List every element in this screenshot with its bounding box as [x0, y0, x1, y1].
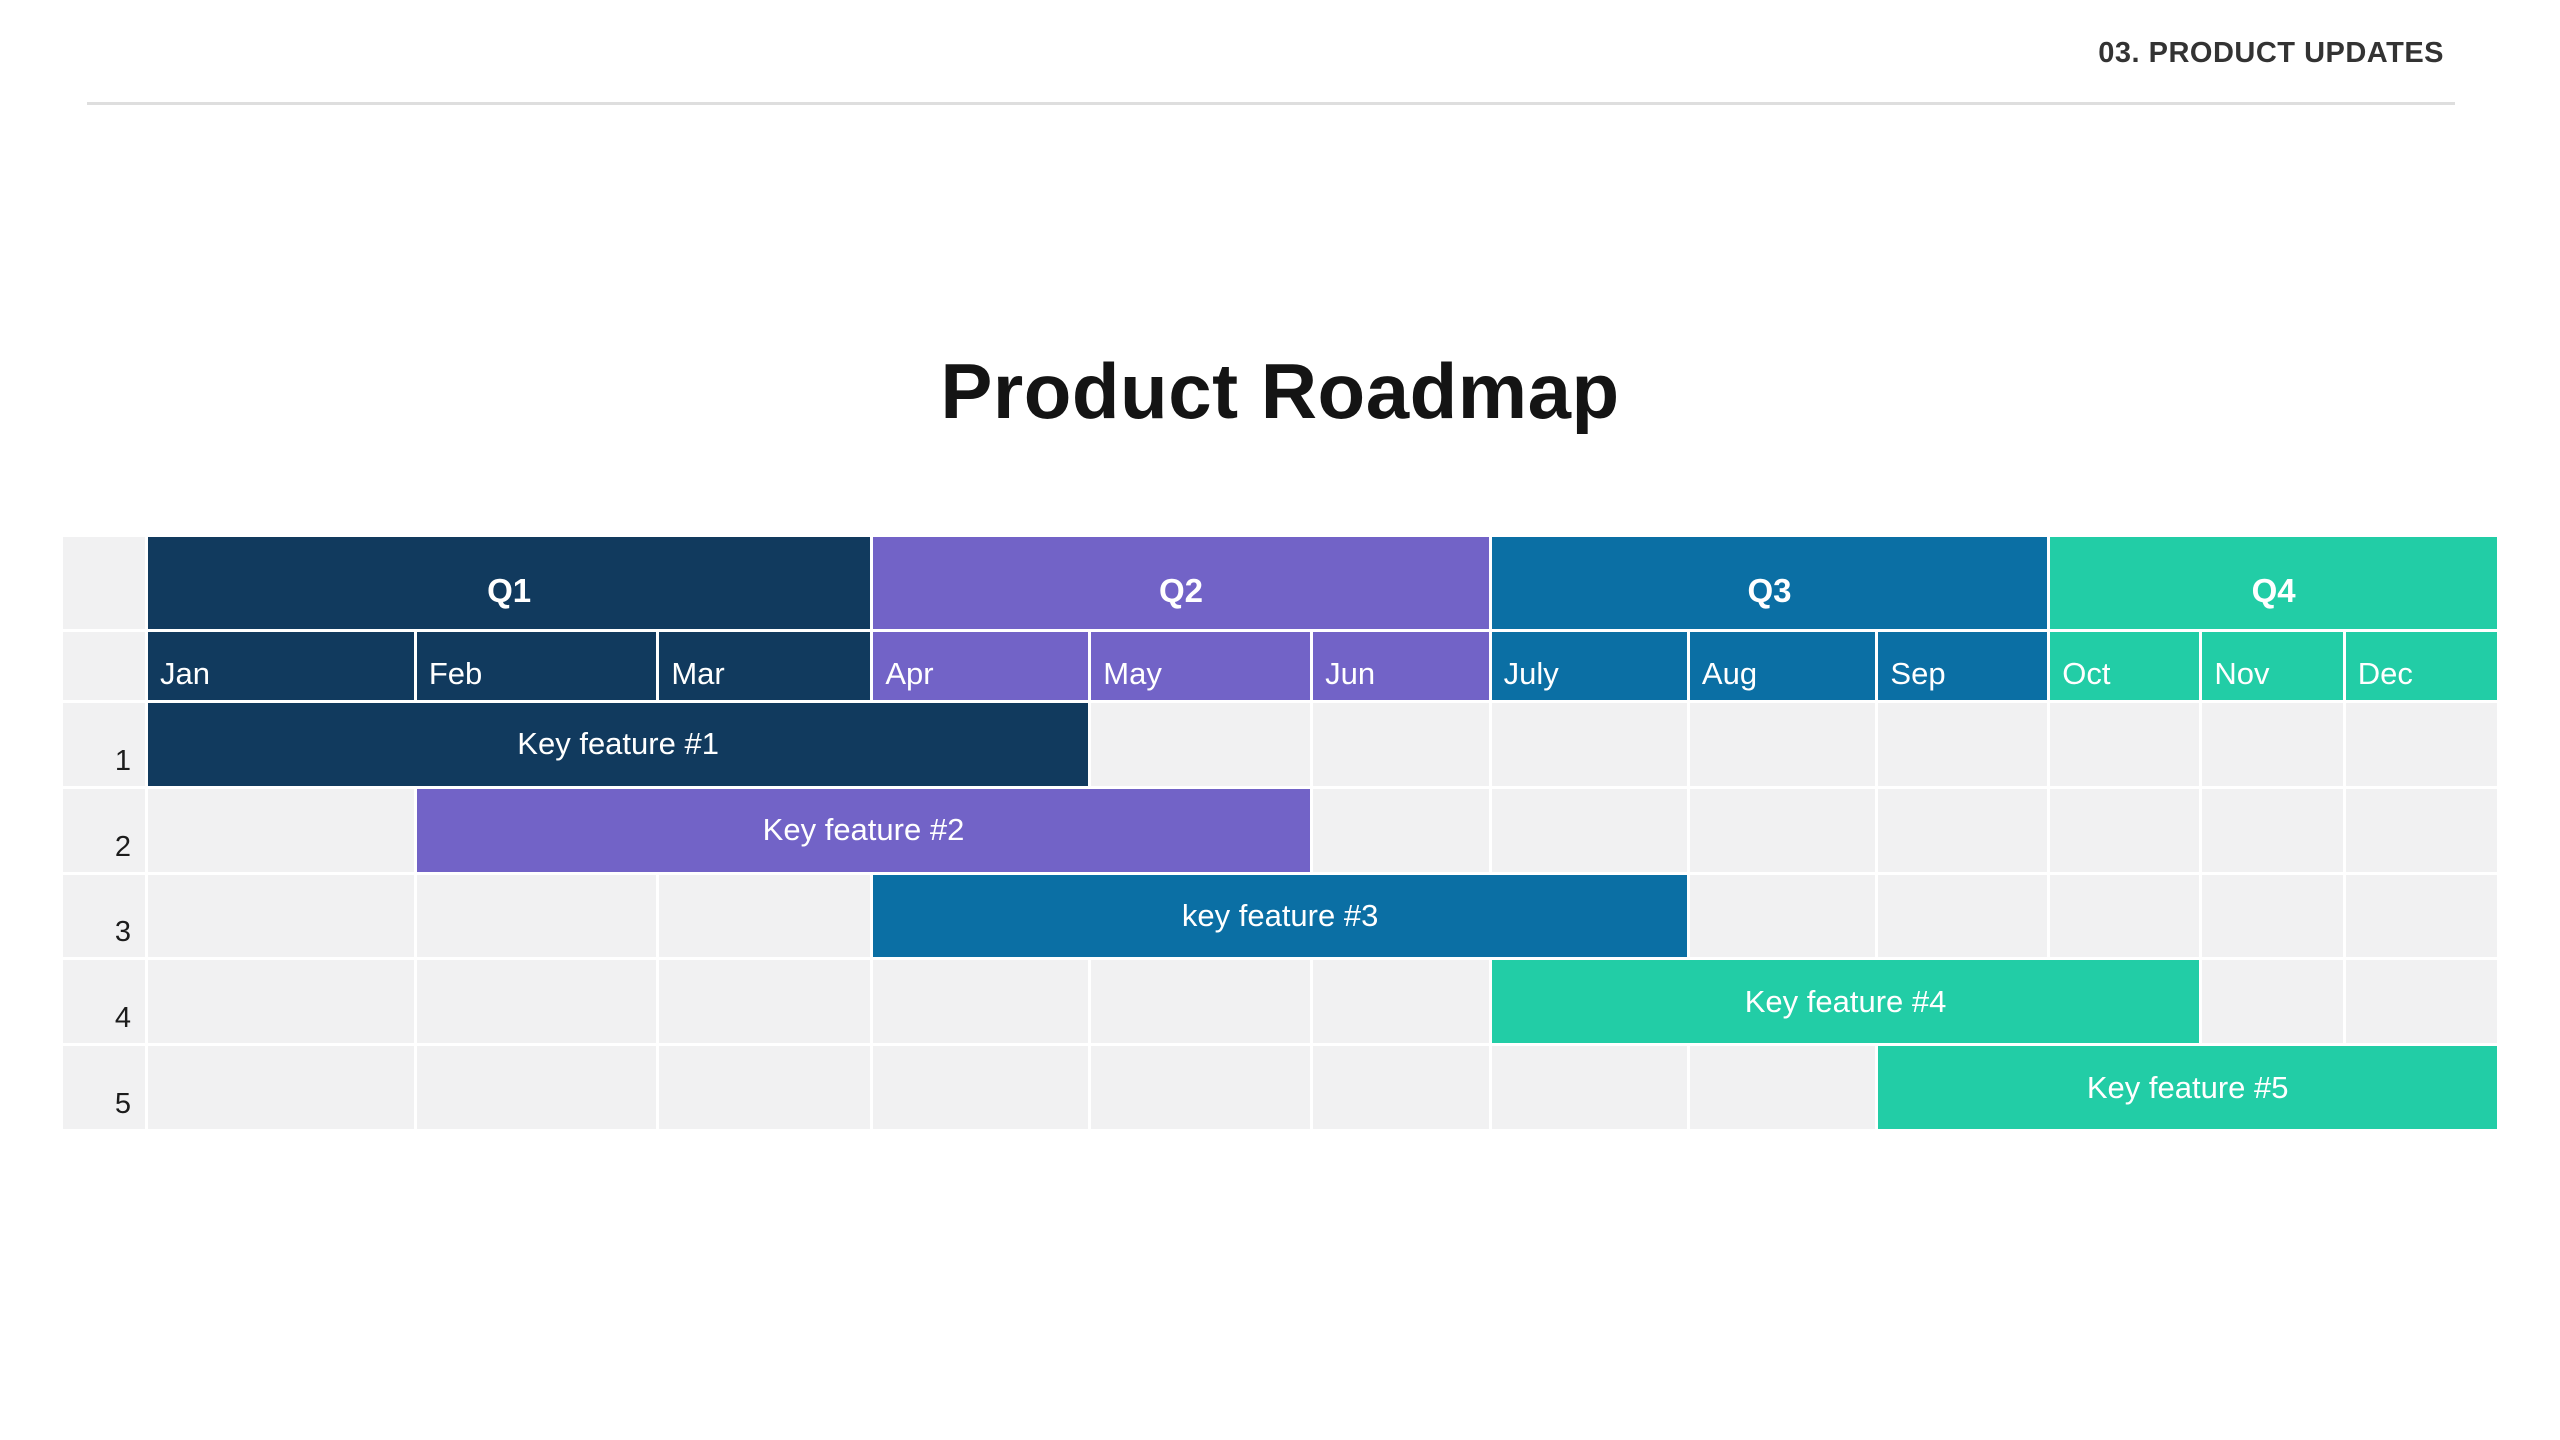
- grid-cell: [148, 1046, 414, 1129]
- grid-cell: [1313, 788, 1489, 872]
- corner-cell: [63, 537, 145, 629]
- section-label: 03. PRODUCT UPDATES: [2098, 37, 2444, 69]
- grid-cell: [2202, 703, 2343, 786]
- feature-bar-3: key feature #3: [873, 874, 1687, 958]
- quarter-header-q4: Q4: [2050, 537, 2497, 629]
- month-header-dec: Dec: [2345, 632, 2497, 700]
- feature-bar-5: Key feature #5: [1878, 1046, 2497, 1129]
- row-number-cell: 2: [63, 788, 145, 872]
- grid-cell: [2345, 703, 2497, 786]
- grid-cell: [1091, 960, 1311, 1044]
- grid-cell: [1878, 788, 2048, 872]
- grid-cell: [148, 874, 414, 958]
- grid-cell: [659, 874, 871, 958]
- grid-cell: [659, 960, 871, 1044]
- grid-cell: [1091, 703, 1311, 786]
- grid-cell: [2345, 874, 2497, 958]
- month-header-feb: Feb: [416, 632, 657, 700]
- grid-cell: [416, 960, 657, 1044]
- month-header-aug: Aug: [1689, 632, 1876, 700]
- grid-cell: [1689, 788, 1876, 872]
- grid-cell: [1491, 788, 1687, 872]
- header-divider: [87, 102, 2455, 105]
- quarter-header-q2: Q2: [873, 537, 1489, 629]
- grid-cell: [416, 1046, 657, 1129]
- grid-cell: [416, 874, 657, 958]
- month-header-july: July: [1491, 632, 1687, 700]
- month-header-oct: Oct: [2050, 632, 2200, 700]
- month-header-sep: Sep: [1878, 632, 2048, 700]
- grid-cell: [148, 788, 414, 872]
- month-header-mar: Mar: [659, 632, 871, 700]
- month-header-jan: Jan: [148, 632, 414, 700]
- grid-cell: [2050, 788, 2200, 872]
- grid-cell: [148, 960, 414, 1044]
- month-header-jun: Jun: [1313, 632, 1489, 700]
- feature-bar-2: Key feature #2: [416, 788, 1311, 872]
- grid-cell: [1091, 1046, 1311, 1129]
- row-number-cell: 4: [63, 960, 145, 1044]
- grid-cell: [1689, 1046, 1876, 1129]
- grid-cell: [873, 960, 1089, 1044]
- page-title: Product Roadmap: [940, 347, 1620, 435]
- feature-bar-4: Key feature #4: [1491, 960, 2200, 1044]
- grid-cell: [1491, 703, 1687, 786]
- grid-cell: [1313, 1046, 1489, 1129]
- grid-cell: [1878, 703, 2048, 786]
- corner-cell: [63, 632, 145, 700]
- month-header-may: May: [1091, 632, 1311, 700]
- month-header-apr: Apr: [873, 632, 1089, 700]
- grid-cell: [1878, 874, 2048, 958]
- grid-cell: [2202, 788, 2343, 872]
- grid-cell: [1689, 874, 1876, 958]
- grid-cell: [1491, 1046, 1687, 1129]
- grid-cell: [2345, 960, 2497, 1044]
- grid-cell: [1313, 703, 1489, 786]
- row-number-cell: 3: [63, 874, 145, 958]
- feature-bar-1: Key feature #1: [148, 703, 1089, 786]
- grid-cell: [873, 1046, 1089, 1129]
- grid-cell: [1689, 703, 1876, 786]
- month-header-nov: Nov: [2202, 632, 2343, 700]
- grid-cell: [2202, 960, 2343, 1044]
- grid-cell: [2050, 874, 2200, 958]
- grid-cell: [2202, 874, 2343, 958]
- quarter-header-q1: Q1: [148, 537, 871, 629]
- grid-cell: [2345, 788, 2497, 872]
- row-number-cell: 1: [63, 703, 145, 786]
- grid-cell: [659, 1046, 871, 1129]
- row-number-cell: 5: [63, 1046, 145, 1129]
- grid-cell: [1313, 960, 1489, 1044]
- grid-cell: [2050, 703, 2200, 786]
- quarter-header-q3: Q3: [1491, 537, 2048, 629]
